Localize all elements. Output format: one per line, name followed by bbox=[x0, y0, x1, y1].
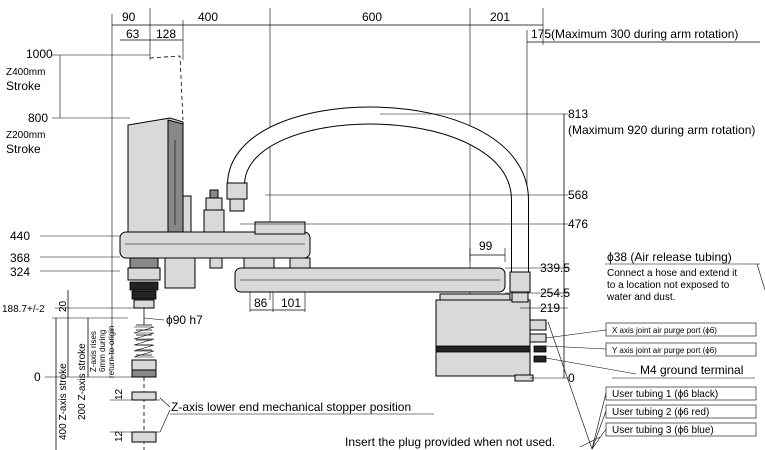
z-shaft bbox=[110, 257, 161, 450]
plug-note: Insert the plug provided when not used. bbox=[345, 435, 555, 449]
dim-440: 440 bbox=[10, 229, 30, 243]
y-purge-label: Y axis joint air purge port (ϕ6) bbox=[612, 346, 717, 355]
dim-219: 219 bbox=[540, 301, 560, 315]
right-dimensions: 813 (Maximum 920 during arm rotation) 56… bbox=[240, 107, 755, 385]
z400mm-label: Z400mm bbox=[6, 67, 45, 78]
dim-175: 175(Maximum 300 during arm rotation) bbox=[531, 27, 738, 41]
dim-101: 101 bbox=[281, 296, 301, 310]
phi90-label: ϕ90 h7 bbox=[166, 313, 203, 327]
air-release-label: ϕ38 (Air release tubing) bbox=[607, 250, 732, 264]
z400-stroke-label: 400 Z-axis stroke bbox=[58, 363, 69, 440]
hose-note-1: Connect a hose and extend it bbox=[607, 268, 737, 279]
dim-568: 568 bbox=[568, 188, 588, 202]
dim-90: 90 bbox=[122, 10, 136, 24]
z200mm-label: Z200mm bbox=[6, 130, 45, 141]
hose-note-2: to a location not exposed to bbox=[607, 280, 730, 291]
dim-0-left: 0 bbox=[34, 370, 41, 384]
connectors bbox=[203, 189, 225, 233]
stroke-label-1: Stroke bbox=[6, 79, 41, 93]
callouts: ϕ38 (Air release tubing) Connect a hose … bbox=[345, 250, 765, 450]
dim-400: 400 bbox=[198, 10, 218, 24]
top-dimensions: 90 400 600 201 63 128 175(Maximum 300 du… bbox=[111, 8, 760, 360]
x-purge-label: X axis joint air purge port (ϕ6) bbox=[612, 326, 717, 335]
dim-201: 201 bbox=[490, 10, 510, 24]
dim-12-b: 12 bbox=[114, 430, 125, 442]
dim-800: 800 bbox=[28, 111, 48, 125]
dim-1000: 1000 bbox=[26, 47, 53, 61]
ground-terminal-label: M4 ground terminal bbox=[640, 363, 743, 377]
arm-2: 86 101 99 bbox=[234, 239, 547, 382]
stopper-label: Z-axis lower end mechanical stopper posi… bbox=[171, 400, 411, 414]
stroke-label-2: Stroke bbox=[6, 142, 41, 156]
zrise-3: return-to-origin bbox=[107, 326, 116, 378]
dim-368: 368 bbox=[10, 251, 30, 265]
dim-813: 813 bbox=[568, 107, 588, 121]
stroke-dimensions: 20 Z-axis rises 6mm during return-to-ori… bbox=[52, 290, 434, 450]
dim-99: 99 bbox=[479, 239, 493, 253]
dim-600: 600 bbox=[362, 10, 382, 24]
hose-note-3: water and dust. bbox=[606, 292, 675, 303]
dim-12-a: 12 bbox=[114, 388, 125, 400]
dim-20: 20 bbox=[58, 300, 69, 312]
user-tubing-2: User tubing 2 (ϕ6 red) bbox=[612, 407, 709, 418]
z200-stroke-label: 200 Z-axis stroke bbox=[77, 343, 88, 420]
dim-254: 254.5 bbox=[540, 286, 570, 300]
zrise-1: Z-axis rises bbox=[89, 331, 98, 372]
user-tubing-1: User tubing 1 (ϕ6 black) bbox=[612, 389, 718, 400]
dim-63: 63 bbox=[126, 27, 140, 41]
max-920-label: (Maximum 920 during arm rotation) bbox=[568, 123, 755, 137]
dim-86: 86 bbox=[254, 296, 268, 310]
dim-128: 128 bbox=[156, 27, 176, 41]
cable-hose bbox=[226, 106, 531, 303]
dim-339: 339.5 bbox=[540, 261, 570, 275]
zrise-2: 6mm during bbox=[98, 330, 107, 372]
z-column bbox=[119, 55, 311, 289]
left-dimensions: 1000 Z400mm Stroke 800 Z200mm Stroke 440… bbox=[2, 47, 150, 384]
dim-0-right: 0 bbox=[568, 371, 575, 385]
dim-324: 324 bbox=[10, 265, 30, 279]
user-tubing-3: User tubing 3 (ϕ6 blue) bbox=[612, 425, 714, 436]
dim-188: 188.7+/-2 bbox=[2, 304, 45, 315]
dim-476: 476 bbox=[568, 217, 588, 231]
